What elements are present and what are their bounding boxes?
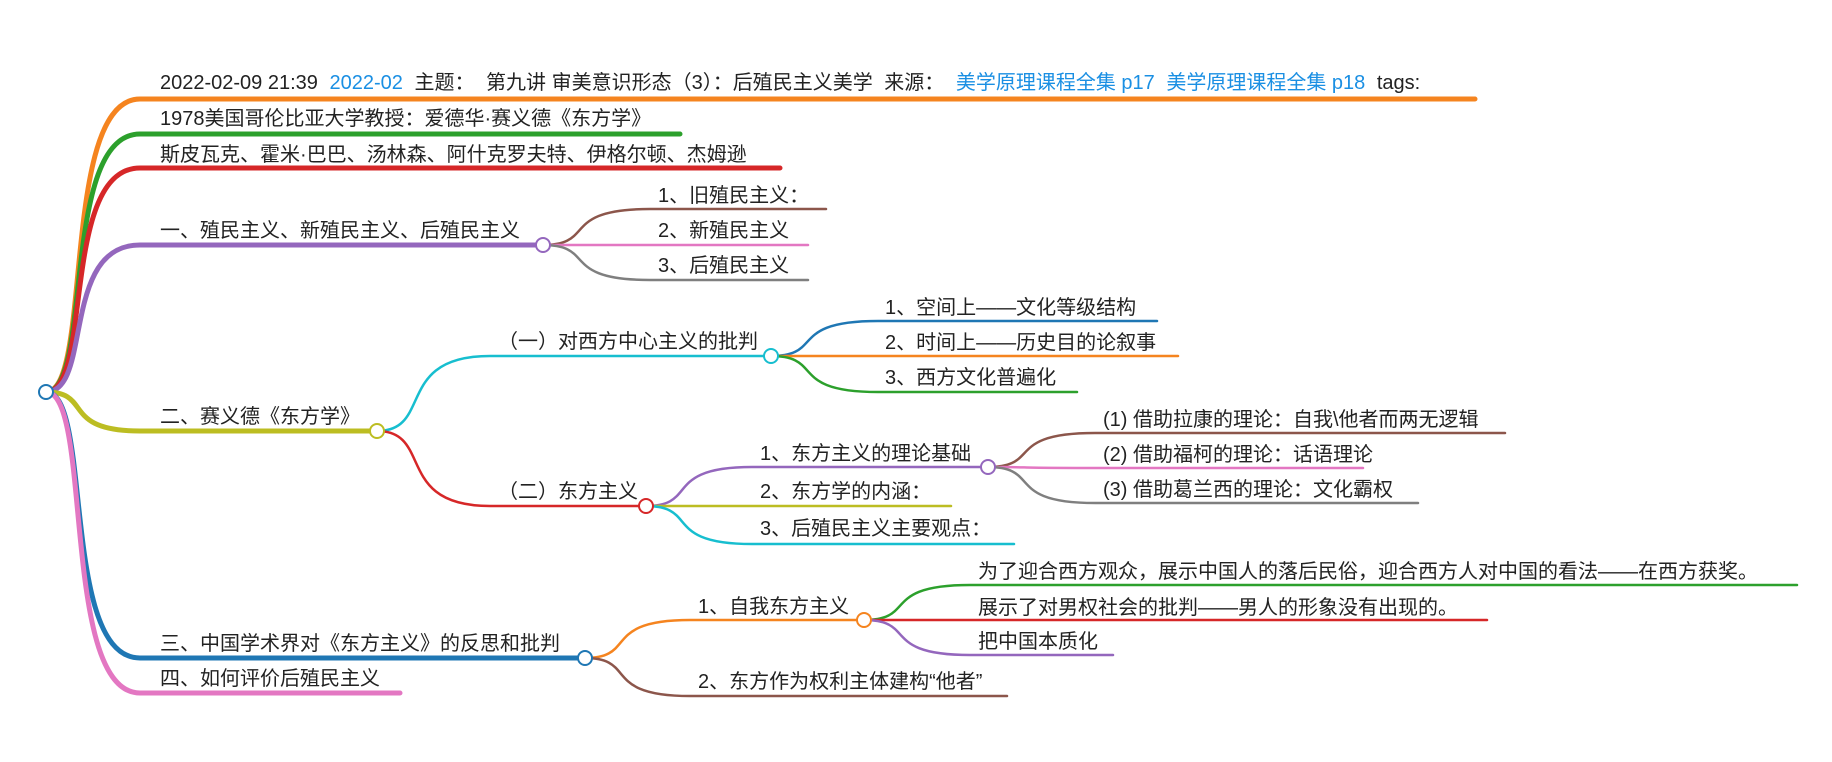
node-chinese-academia-section[interactable]: 三、中国学术界对《东方主义》的反思和批判: [160, 633, 560, 655]
node-postcolonial-views[interactable]: 3、后殖民主义主要观点：: [760, 518, 992, 540]
node-patriarchy-critique[interactable]: 展示了对男权社会的批判——男人的形象没有出现的。: [978, 597, 1458, 619]
node-said-orientalism[interactable]: 1978美国哥伦比亚大学教授：爱德华·赛义德《东方学》: [160, 108, 652, 130]
node-foucault-theory[interactable]: (2) 借助福柯的理论：话语理论: [1103, 444, 1373, 466]
node-western-universalism[interactable]: 3、西方文化普遍化: [885, 367, 1057, 389]
node-lacan-theory[interactable]: (1) 借助拉康的理论：自我\他者而两无逻辑: [1103, 409, 1479, 431]
node-neo-colonialism[interactable]: 2、新殖民主义: [658, 220, 790, 242]
edge-east-as-other: [583, 656, 1009, 698]
node-orientalism[interactable]: （二）东方主义: [498, 481, 638, 503]
edge-colonialism: [43, 242, 546, 395]
edge-foucault: [986, 465, 1365, 470]
edge-post-colonialism: [541, 243, 810, 282]
west-centrism-node-circle[interactable]: [763, 348, 779, 364]
self-orientalism-node-circle[interactable]: [856, 612, 872, 628]
node-old-colonialism[interactable]: 1、旧殖民主义：: [658, 185, 810, 207]
node-orientalism-meaning[interactable]: 2、东方学的内涵：: [760, 481, 932, 503]
edge-orientalism: [375, 429, 648, 508]
root-node-circle[interactable]: [38, 384, 54, 400]
node-postcolonial-scholars[interactable]: 斯皮瓦克、霍米·巴巴、汤林森、阿什克罗夫特、伊格尔顿、杰姆逊: [160, 144, 747, 166]
header-tags-label: tags:: [1376, 72, 1421, 94]
node-said-section[interactable]: 二、赛义德《东方学》: [160, 406, 360, 428]
node-spatial-hierarchy[interactable]: 1、空间上——文化等级结构: [885, 297, 1137, 319]
node-west-centrism-critique[interactable]: （一）对西方中心主义的批判: [498, 331, 758, 353]
orientalism-theory-node-circle[interactable]: [980, 459, 996, 475]
header-source-label: 来源：: [884, 72, 945, 94]
edge-west-centrism: [375, 354, 773, 433]
node-essentialize-china[interactable]: 把中国本质化: [978, 631, 1098, 653]
node-temporal-teleology[interactable]: 2、时间上——历史目的论叙事: [885, 332, 1157, 354]
said-node-circle[interactable]: [369, 423, 385, 439]
node-western-audience[interactable]: 为了迎合西方观众，展示中国人的落后民俗，迎合西方人对中国的看法——在西方获奖。: [978, 561, 1758, 583]
header-source-link-1[interactable]: 美学原理课程全集 p17: [955, 72, 1155, 94]
edge-evaluate: [43, 389, 403, 696]
edge-said-section: [43, 389, 380, 434]
node-colonialism-section[interactable]: 一、殖民主义、新殖民主义、后殖民主义: [160, 220, 520, 242]
orientalism-node-circle[interactable]: [638, 498, 654, 514]
edge-self-orientalism: [583, 618, 866, 660]
node-post-colonialism[interactable]: 3、后殖民主义: [658, 255, 790, 277]
edge-gramsci: [986, 465, 1420, 505]
node-self-orientalism[interactable]: 1、自我东方主义: [698, 596, 850, 618]
header-topic: 第九讲 审美意识形态（3）：后殖民主义美学: [486, 72, 873, 94]
edge-postcolonial-views: [644, 504, 1016, 546]
edge-western-audience: [862, 583, 1799, 622]
edge-scholars: [43, 165, 783, 395]
edge-essentialize: [862, 618, 1115, 657]
colonialism-node-circle[interactable]: [535, 237, 551, 253]
header-node: 2022-02-09 21:39 2022-02 主题： 第九讲 审美意识形态（…: [160, 71, 1426, 95]
header-source-link-2[interactable]: 美学原理课程全集 p18: [1166, 72, 1366, 94]
edge-orientalism-theory: [644, 465, 990, 508]
chinese-academia-node-circle[interactable]: [577, 650, 593, 666]
edge-lacan: [986, 431, 1507, 469]
header-topic-label: 主题：: [414, 72, 475, 94]
edge-old-colonialism: [541, 207, 828, 247]
node-east-as-other[interactable]: 2、东方作为权利主体建构“他者”: [698, 671, 983, 693]
node-evaluate-postcolonialism[interactable]: 四、如何评价后殖民主义: [160, 668, 380, 690]
node-gramsci-theory[interactable]: (3) 借助葛兰西的理论：文化霸权: [1103, 479, 1393, 501]
edge-spatial: [769, 319, 1159, 358]
header-date-link[interactable]: 2022-02: [329, 72, 403, 94]
header-datetime: 2022-02-09 21:39: [160, 72, 318, 94]
node-orientalism-theory[interactable]: 1、东方主义的理论基础: [760, 443, 972, 465]
edge-universal: [769, 354, 1079, 394]
